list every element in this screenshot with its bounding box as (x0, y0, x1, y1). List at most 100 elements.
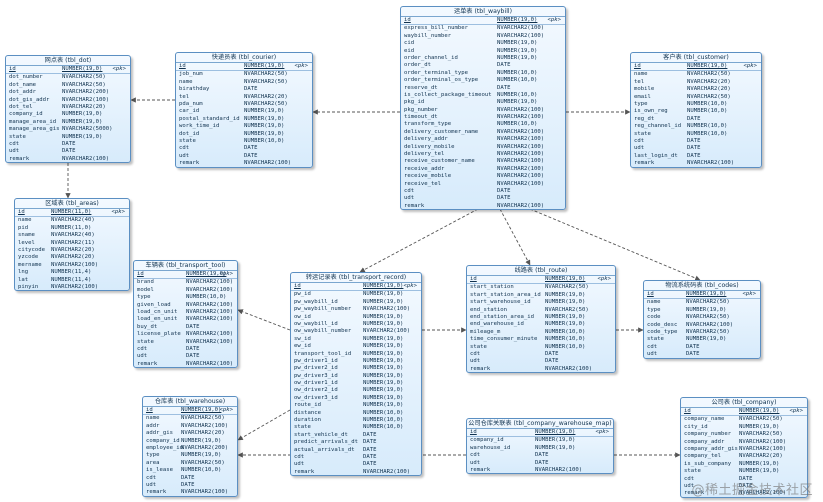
primary-key-marker: <pk> (547, 17, 561, 23)
column-name: load_en_unit (137, 316, 178, 323)
column-name: mileage_m (470, 328, 501, 335)
column-type: NUMBER(19,0) (62, 133, 103, 140)
column-name: code (647, 314, 661, 321)
column-name: given_load (137, 301, 171, 308)
primary-key-marker: <pk> (597, 276, 611, 282)
column-name: name (146, 415, 160, 422)
column-type: NUMBER(19,0) (186, 271, 227, 277)
column-name: birathday (179, 86, 210, 93)
column-name: company_name (684, 416, 725, 423)
column-row: udt DATE (467, 358, 615, 365)
column-type: NUMBER(10,0) (244, 137, 285, 144)
column-type: NUMBER(19,0) (545, 276, 586, 282)
table-title: 转运记录表 (tbl_transport_record) (291, 273, 421, 283)
table-title: 区域表 (tbl_areas) (15, 199, 129, 209)
column-type: NUMBER(19,0) (363, 402, 404, 409)
column-name: cdt (294, 453, 305, 460)
column-name: transform_type (404, 121, 452, 128)
column-type: NVARCHAR2(100) (363, 328, 411, 335)
column-type: NVARCHAR2(50) (739, 416, 783, 423)
column-type: NVARCHAR2(100) (363, 468, 411, 475)
column-type: NVARCHAR2(100) (739, 490, 787, 497)
column-name: code_desc (647, 321, 678, 328)
column-name: cdt (9, 140, 20, 147)
column-name: type (146, 452, 160, 459)
column-name: load_cn_unit (137, 308, 178, 315)
column-name: type (647, 306, 661, 313)
column-type: DATE (244, 145, 258, 152)
column-type: NUMBER(19,0) (535, 444, 576, 451)
column-name: yzcode (18, 254, 39, 261)
column-row: code NVARCHAR2(50) (644, 314, 760, 321)
column-name: udt (179, 152, 190, 159)
column-name: receive_customer_name (404, 158, 475, 165)
primary-key-marker: <pk> (219, 407, 233, 413)
column-type: NVARCHAR2(40) (51, 217, 95, 224)
column-type: NUMBER(19,0) (545, 313, 586, 320)
column-type: NUMBER(19,0) (62, 111, 103, 118)
column-type: NVARCHAR2(100) (497, 180, 545, 187)
column-type: DATE (545, 350, 559, 357)
column-name: state (647, 336, 664, 343)
watermark: @稀土掘金技术社区 (691, 483, 813, 498)
column-type: NVARCHAR2(200) (181, 444, 229, 451)
column-name: pid (18, 224, 29, 231)
column-type: NVARCHAR2(50) (545, 284, 589, 291)
column-name: tel (634, 78, 645, 85)
column-type: NUMBER(19,0) (363, 335, 404, 342)
column-name: mername (18, 261, 42, 268)
column-name: mobile (634, 86, 655, 93)
column-type: NVARCHAR2(50) (686, 314, 730, 321)
column-type: NUMBER(19,0) (739, 468, 780, 475)
column-type: DATE (244, 152, 258, 159)
column-type: NVARCHAR2(50) (244, 78, 288, 85)
column-type: NUMBER(19,0) (739, 408, 780, 414)
column-type: DATE (545, 358, 559, 365)
column-type: NUMBER(10,0) (545, 343, 586, 350)
column-name: udt (470, 358, 481, 365)
primary-key-marker: <pk> (403, 283, 417, 289)
column-name: company_tel (684, 453, 722, 460)
column-name: distance (294, 409, 321, 416)
column-type: NVARCHAR2(50) (739, 431, 783, 438)
column-name: remark (404, 202, 425, 209)
column-name: udt (470, 459, 481, 466)
column-type: NVARCHAR2(100) (535, 466, 583, 473)
column-type: NUMBER(19,0) (62, 66, 103, 72)
